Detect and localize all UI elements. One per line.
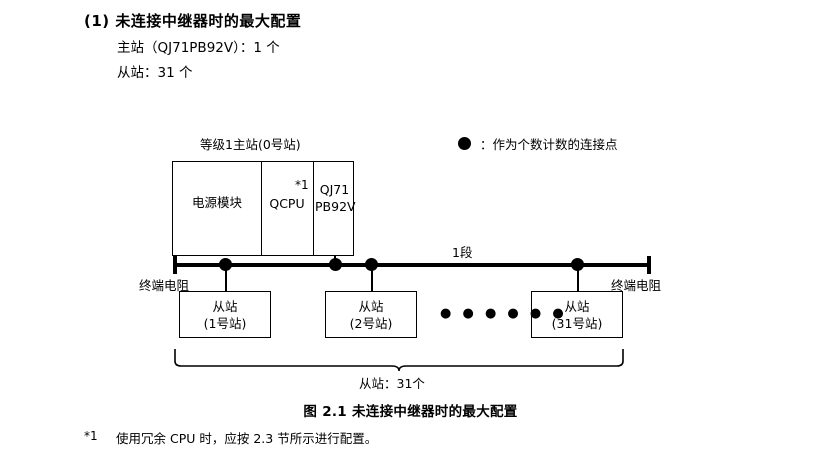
spec-slave-count: 从站：31 个 [117, 65, 193, 81]
master-box-divider-1 [261, 161, 262, 256]
slave-station-box-3: 从站 (31号站) [531, 291, 623, 338]
slave-station-box-2: 从站 (2号站) [325, 291, 417, 338]
slave-drop-line-1 [225, 264, 227, 291]
terminator-left-label: 终端电阻 [139, 278, 190, 293]
slave-count-label: 从站：31个 [359, 376, 425, 391]
slave-name-1: 从站 [212, 298, 238, 314]
segment-label: 1段 [452, 245, 473, 260]
slave-name-3: 从站 [564, 298, 590, 314]
trunk-bus-line [175, 263, 650, 267]
power-module-label: 电源模块 [191, 195, 242, 210]
qj71pb92v-module-label: QJ71 PB92V [315, 181, 356, 215]
master-station-caption: 等级1主站(0号站) [200, 137, 301, 152]
master-station-box [172, 161, 354, 256]
ellipsis-dots: ● ● ● ● ● ● [440, 306, 568, 321]
slave-station-2: (2号站) [349, 315, 393, 331]
page-title: (1) 未连接中继器时的最大配置 [84, 12, 302, 30]
footnote-mark: *1 [84, 429, 98, 443]
slave-station-box-1: 从站 (1号站) [179, 291, 271, 338]
slave-station-3: (31号站) [551, 315, 603, 331]
footnote-text: 使用冗余 CPU 时，应按 2.3 节所示进行配置。 [116, 431, 378, 446]
figure-caption: 图 2.1 未连接中继器时的最大配置 [303, 404, 518, 420]
slave-count-brace [174, 349, 624, 371]
terminator-right-label: 终端电阻 [611, 278, 662, 293]
legend-filled-circle-icon [458, 137, 471, 150]
slave-name-2: 从站 [358, 298, 384, 314]
footnote-marker-in-diagram: *1 [295, 178, 309, 192]
slave-drop-line-2 [371, 264, 373, 291]
slave-station-1: (1号站) [203, 315, 247, 331]
spec-master-count: 主站（QJ71PB92V）：1 个 [117, 40, 280, 56]
master-box-divider-2 [313, 161, 314, 256]
terminator-right-cap [647, 256, 651, 274]
connection-point-dot [329, 258, 342, 271]
terminator-left-cap [173, 256, 177, 274]
slave-drop-line-3 [577, 264, 579, 291]
module-label-line-1: QJ71 [319, 182, 350, 197]
legend-label: ：作为个数计数的连接点 [480, 137, 618, 152]
qcpu-label: QCPU [269, 196, 305, 211]
module-label-line-2: PB92V [315, 199, 356, 214]
